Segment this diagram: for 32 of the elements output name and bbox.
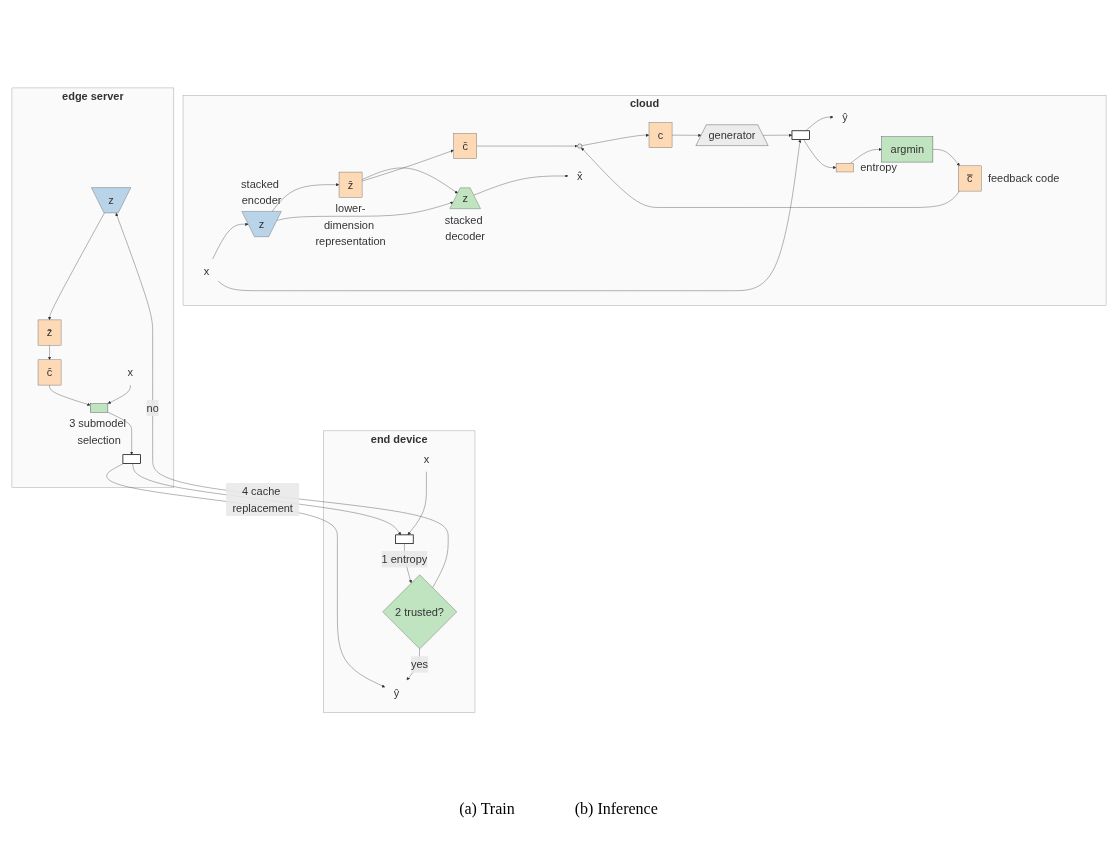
node-box: c <box>648 122 672 148</box>
edge-label: 1 entropy <box>381 552 427 565</box>
caption: (b) Inference <box>574 800 658 818</box>
node-text: ŷ <box>841 110 848 123</box>
node-label: stacked decoder <box>444 213 485 243</box>
node-label: stacked encoder <box>240 177 281 207</box>
edge-label: 4 cache replacement <box>231 484 293 514</box>
node-label: entropy <box>859 161 897 174</box>
node-box <box>122 454 141 464</box>
node-text: x <box>423 452 429 465</box>
node-text: x <box>203 265 209 278</box>
node-box <box>394 534 414 544</box>
node-box: c̿ <box>957 165 981 191</box>
node-box: argmin <box>881 136 933 162</box>
node-circle <box>576 143 582 149</box>
node-box <box>835 162 854 172</box>
node-label: lower-dimension representation <box>314 202 386 248</box>
node-box: c̄ <box>452 132 477 159</box>
node-text: x̂ <box>576 169 583 182</box>
node-label: feedback code <box>987 172 1059 185</box>
node-text: x <box>127 366 133 379</box>
node-box: z̄ <box>37 319 61 346</box>
edge-label: yes <box>410 658 428 671</box>
node-box <box>89 403 108 413</box>
caption: (a) Train <box>459 800 515 818</box>
node-text: ŷ <box>393 686 399 699</box>
node-box: z̄ <box>338 171 362 198</box>
node-box <box>791 130 810 140</box>
node-label: 3 submodel selection <box>68 417 126 446</box>
edge-label: no <box>146 401 159 414</box>
node-box: c̄ <box>37 359 61 385</box>
node-diamond: 2 trusted? <box>382 574 457 649</box>
